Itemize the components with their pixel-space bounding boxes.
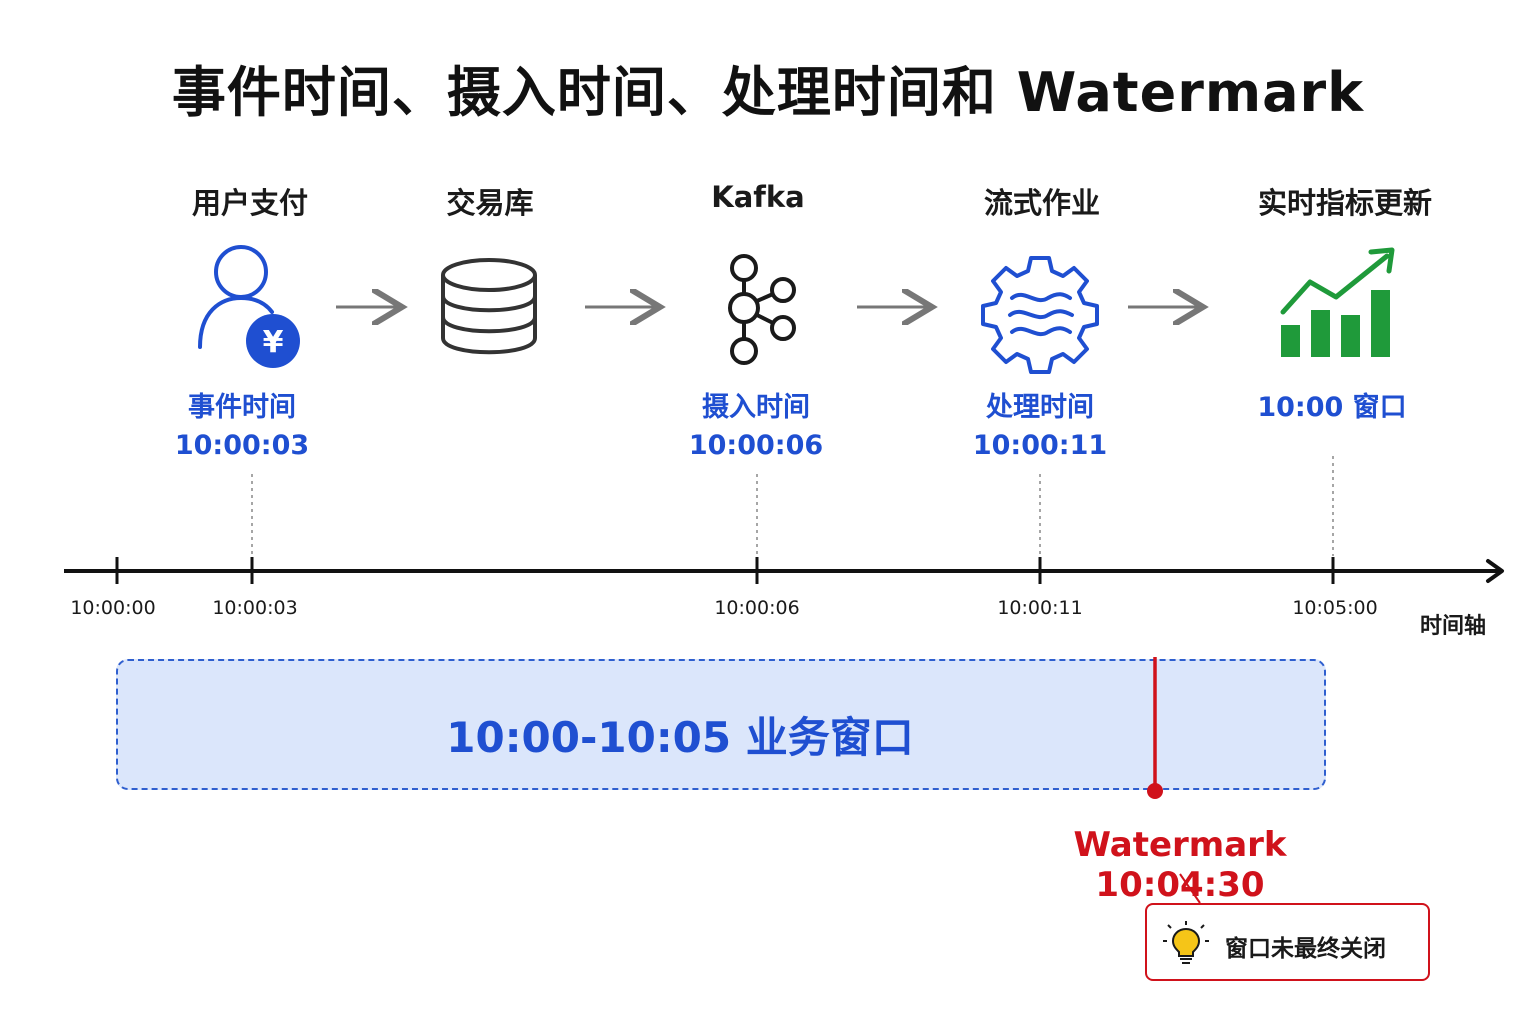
stage-label-stream-job: 流式作业: [983, 186, 1100, 220]
event-time-value: 10:00:03: [174, 430, 310, 461]
event-time-caption: 事件时间 10:00:03: [122, 389, 362, 465]
callout-pointer: [1179, 873, 1201, 904]
business-window-box: [116, 659, 1326, 790]
stream-job-gear-icon: [981, 256, 1099, 374]
watermark-label: Watermark 10:04:30: [1073, 825, 1287, 905]
kafka-icon: [728, 254, 796, 365]
timeline-axis-label: 时间轴: [1420, 614, 1487, 639]
tick-label: 10:00:06: [714, 597, 800, 619]
currency-symbol: ¥: [263, 325, 284, 360]
processing-time-caption: 处理时间 10:00:11: [920, 389, 1160, 465]
watermark-note-callout: 窗口未最终关闭: [1145, 903, 1430, 981]
tick-label: 10:05:00: [1292, 597, 1378, 619]
event-time-label: 事件时间: [188, 392, 296, 423]
business-window-label: 10:00-10:05 业务窗口: [446, 713, 914, 762]
ingestion-time-caption: 摄入时间 10:00:06: [636, 389, 876, 465]
lightbulb-icon: [1163, 921, 1209, 964]
window-caption: 10:00 窗口: [1212, 389, 1452, 427]
page-title: 事件时间、摄入时间、处理时间和 Watermark: [171, 61, 1365, 124]
stage-label-transaction-db: 交易库: [446, 186, 534, 220]
stage-label-metrics-update: 实时指标更新: [1257, 186, 1432, 220]
stage-label-user-payment: 用户支付: [191, 186, 308, 220]
processing-time-value: 10:00:11: [972, 430, 1108, 461]
window-caption-label: 10:00 窗口: [1257, 392, 1407, 423]
watermark-marker: [1147, 783, 1163, 799]
user-payment-icon: ¥: [198, 245, 300, 368]
tick-label: 10:00:00: [70, 597, 156, 619]
ingestion-time-value: 10:00:06: [688, 430, 824, 461]
ingestion-time-label: 摄入时间: [702, 392, 810, 423]
timeline-arrowhead: [1486, 559, 1504, 583]
processing-time-label: 处理时间: [986, 392, 1094, 423]
bar-chart-trend-icon: [1280, 247, 1395, 357]
database-icon: [441, 258, 537, 355]
watermark-note-text: 窗口未最终关闭: [1225, 936, 1386, 962]
stage-label-kafka: Kafka: [711, 180, 805, 214]
tick-label: 10:00:11: [997, 597, 1083, 619]
tick-label: 10:00:03: [212, 597, 298, 619]
